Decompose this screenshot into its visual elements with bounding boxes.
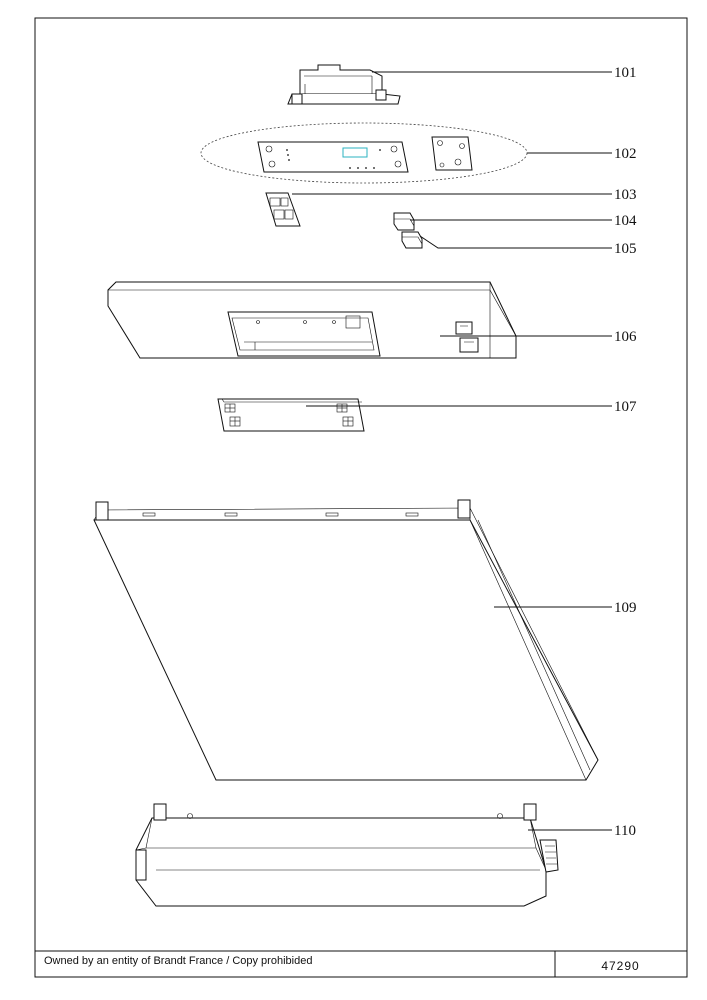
part-101: [287, 64, 401, 105]
callout-103: 103: [614, 187, 637, 203]
callout-102: 102: [614, 146, 637, 162]
part-102: [200, 122, 528, 184]
part-107: [217, 398, 365, 432]
part-103: [265, 192, 301, 227]
callout-110: 110: [614, 823, 636, 839]
drawing-frame: [34, 17, 688, 978]
callout-104: 104: [614, 213, 637, 229]
part-110: [135, 803, 559, 907]
leader-lines: [292, 71, 612, 831]
part-106: [107, 281, 517, 359]
part-105: [401, 231, 423, 249]
part-109: [93, 499, 599, 781]
callout-109: 109: [614, 600, 637, 616]
ownership-note: Owned by an entity of Brandt France / Co…: [44, 955, 313, 967]
callout-107: 107: [614, 399, 637, 415]
callout-105: 105: [614, 241, 637, 257]
part-104: [393, 212, 415, 231]
callout-106: 106: [614, 329, 637, 345]
drawing-number: 47290: [601, 959, 640, 973]
callout-101: 101: [614, 65, 637, 81]
